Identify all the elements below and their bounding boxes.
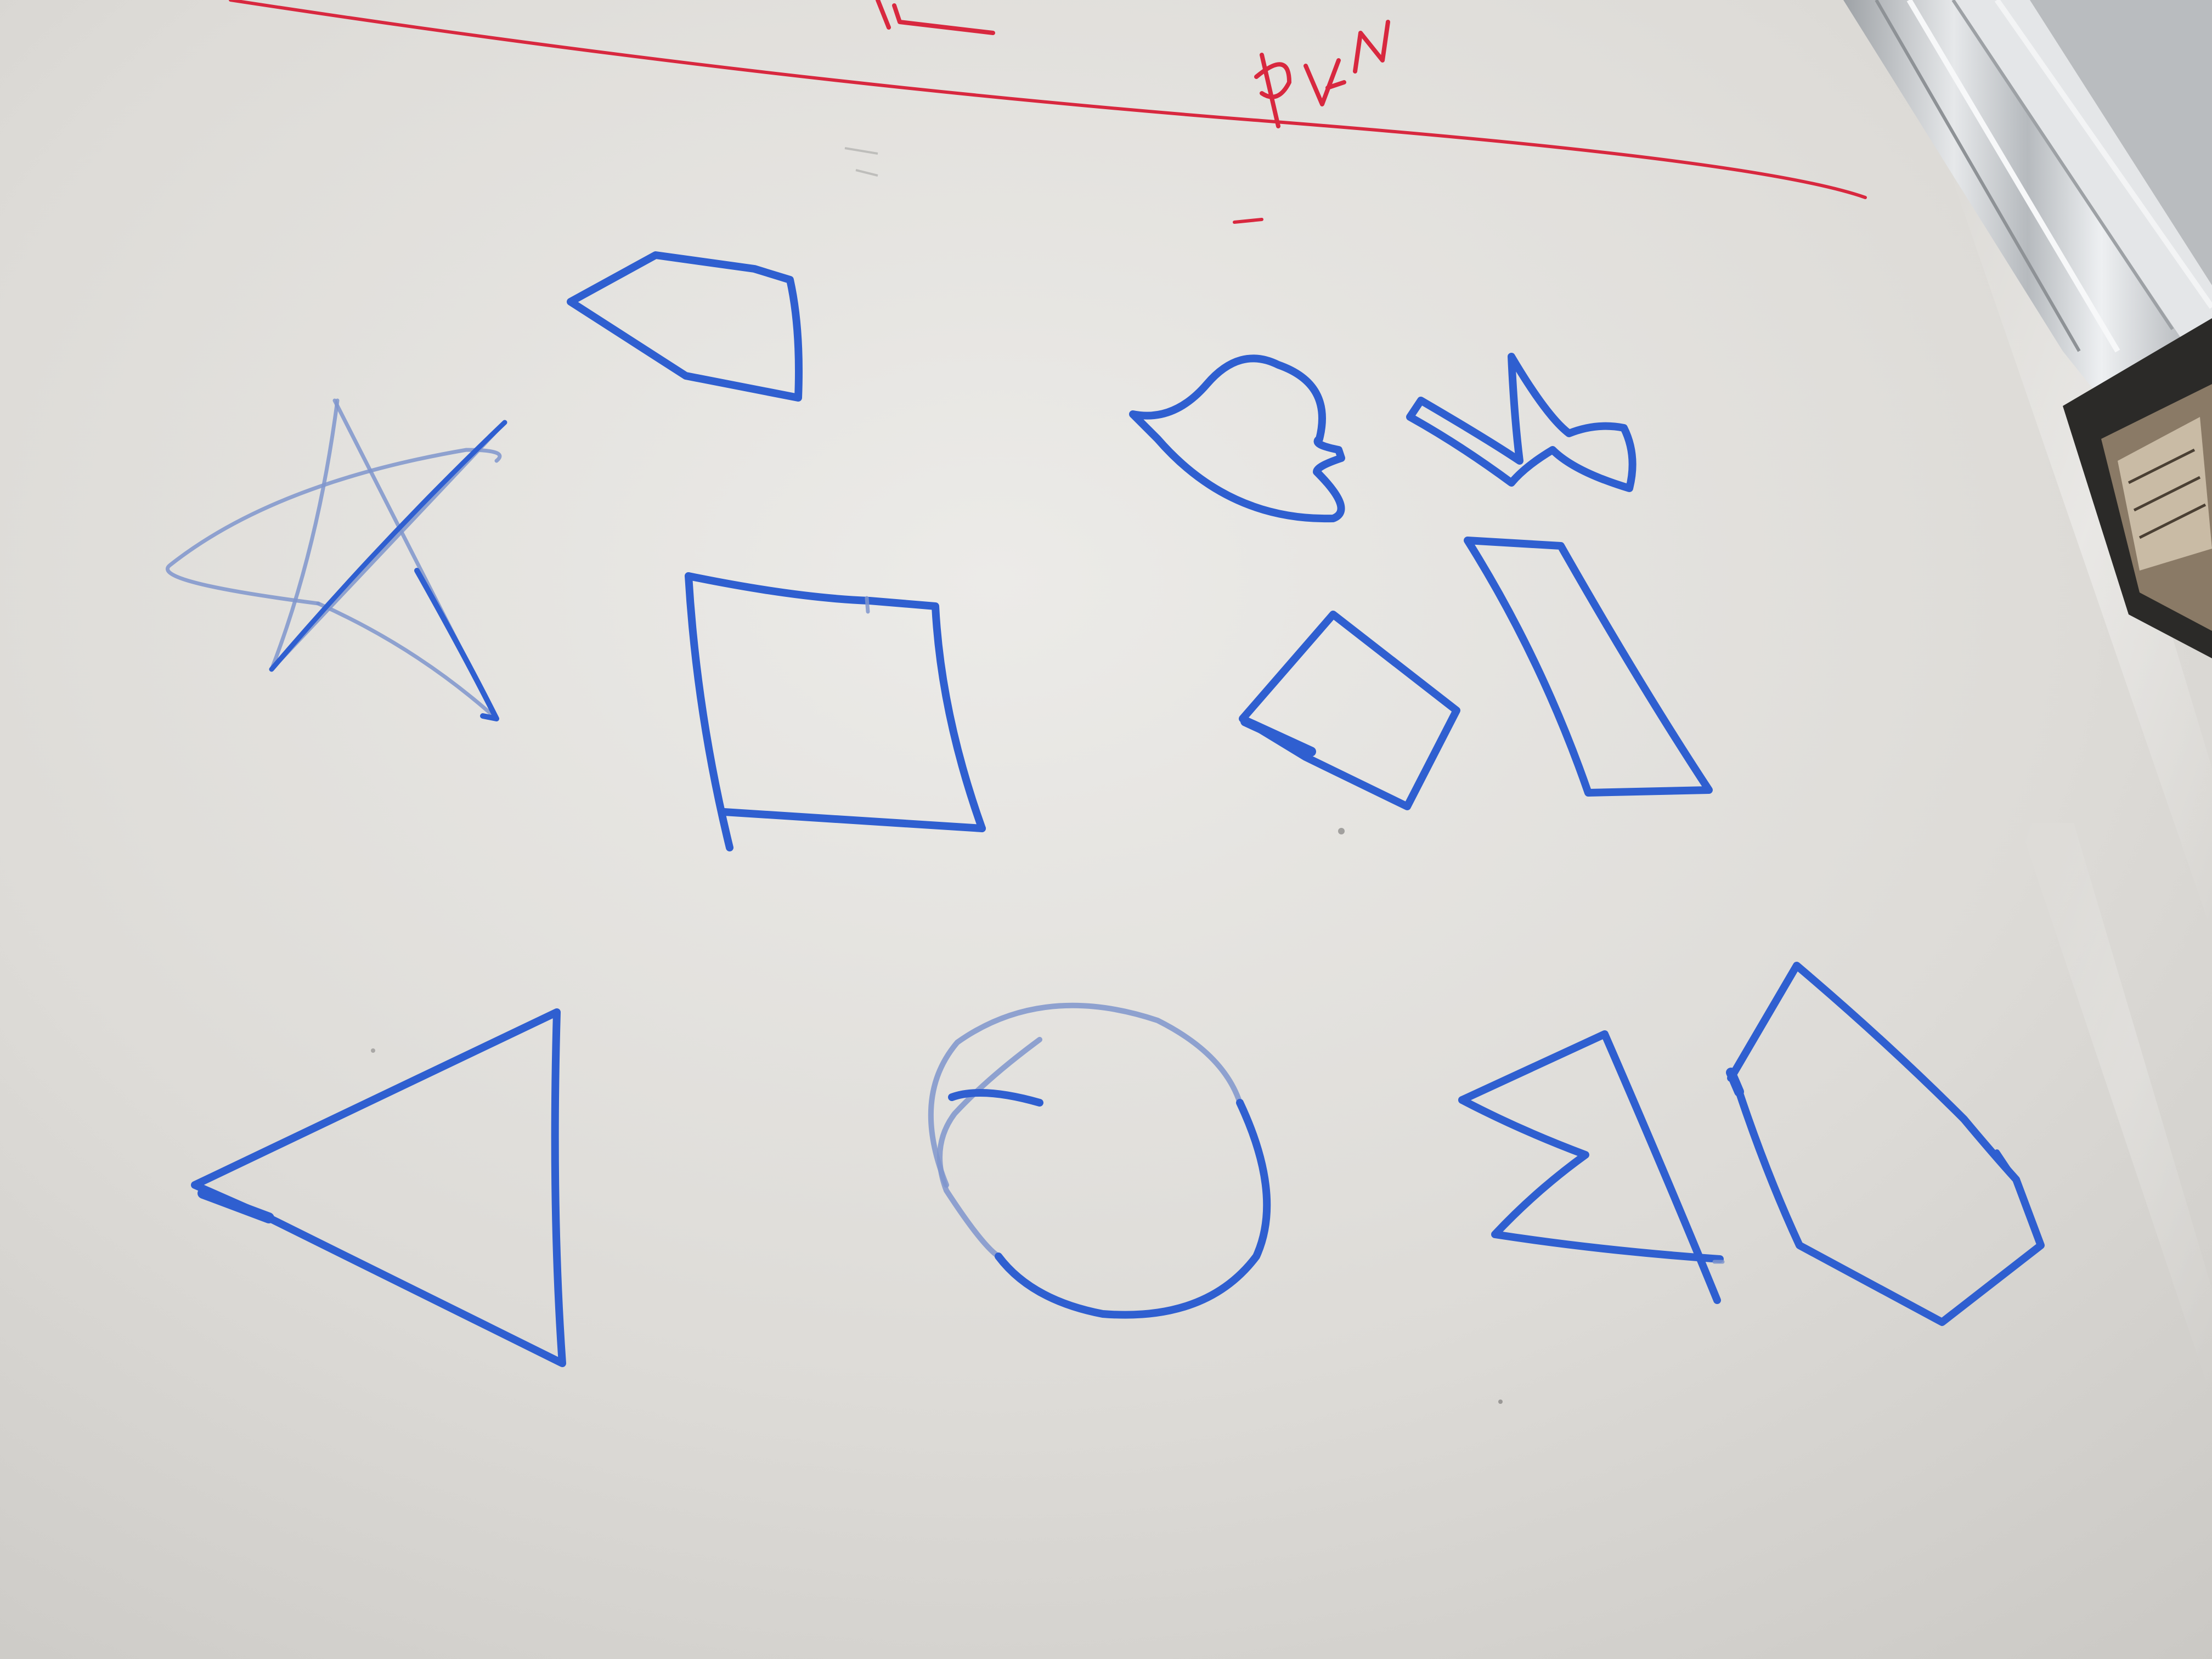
crown-sketch-icon [1406, 353, 1637, 492]
smudges [371, 147, 1503, 1404]
pentagon-sketch-icon [567, 251, 803, 402]
flag-sketch-icon [1458, 1030, 1725, 1304]
glare-highlight [1948, 165, 2212, 933]
rhombus-sketch-icon [1239, 611, 1460, 810]
parallelogram-sketch-icon [1464, 537, 1713, 797]
square-sketch-icon [685, 572, 986, 851]
circle-sketch-icon [928, 1002, 1271, 1319]
eraser [2063, 318, 2212, 658]
hexagon-sketch-icon [1726, 962, 2045, 1326]
star-sketch-icon [166, 398, 507, 721]
spade-sketch-icon [1129, 354, 1345, 523]
red-line [229, 0, 1867, 199]
red-handwriting [876, 0, 1390, 224]
triangle-sketch-icon [191, 1008, 566, 1367]
glare-highlight-2 [2019, 823, 2212, 1399]
